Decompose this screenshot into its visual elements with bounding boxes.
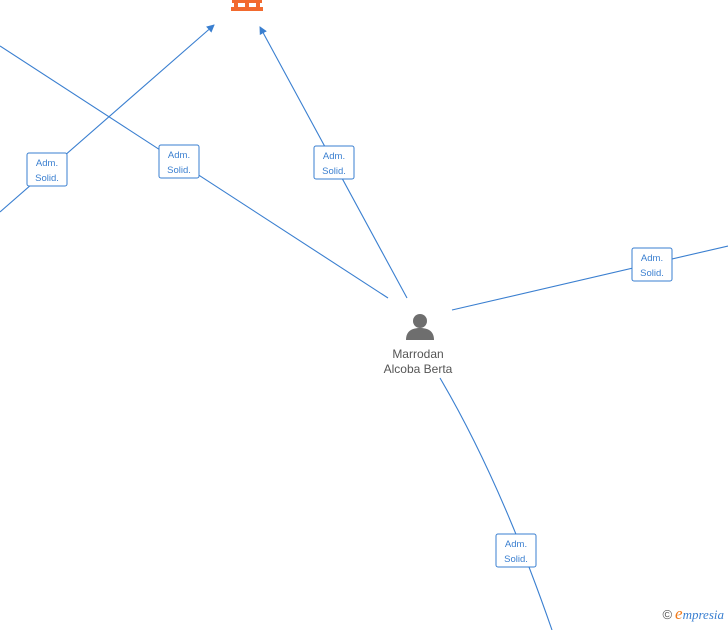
relation-label[interactable]: Adm. Solid. — [158, 144, 200, 179]
relation-label-line1: Adm. — [36, 158, 58, 169]
relation-label-line1: Adm. — [505, 539, 527, 550]
relation-label-line2: Solid. — [322, 166, 346, 177]
copyright-symbol: © — [662, 607, 673, 622]
edge-person-to-bottom — [439, 377, 553, 630]
brand-rest: mpresia — [682, 607, 724, 622]
person-node[interactable]: Marrodan Alcoba Berta — [384, 314, 453, 376]
relation-label-line2: Solid. — [167, 165, 191, 176]
relation-label[interactable]: Adm. Solid. — [631, 247, 673, 282]
relation-label[interactable]: Adm. Solid. — [26, 152, 68, 187]
relation-label-line1: Adm. — [168, 150, 190, 161]
relation-label-line2: Solid. — [504, 554, 528, 565]
person-icon — [406, 314, 434, 340]
building-icon — [231, 0, 263, 11]
edge-person-to-right — [451, 245, 728, 311]
relation-label-line1: Adm. — [641, 253, 663, 264]
brand-initial: e — [675, 604, 683, 623]
empresia-watermark: ©empresia — [662, 604, 724, 624]
relation-label[interactable]: Adm. Solid. — [495, 533, 537, 568]
person-name-line1: Marrodan — [392, 347, 443, 361]
relation-label-line2: Solid. — [640, 268, 664, 279]
person-name-line2: Alcoba Berta — [384, 362, 453, 376]
relation-label[interactable]: Adm. Solid. — [313, 145, 355, 180]
relation-label-line2: Solid. — [35, 173, 59, 184]
relation-label-line1: Adm. — [323, 151, 345, 162]
company-node[interactable] — [231, 0, 263, 11]
